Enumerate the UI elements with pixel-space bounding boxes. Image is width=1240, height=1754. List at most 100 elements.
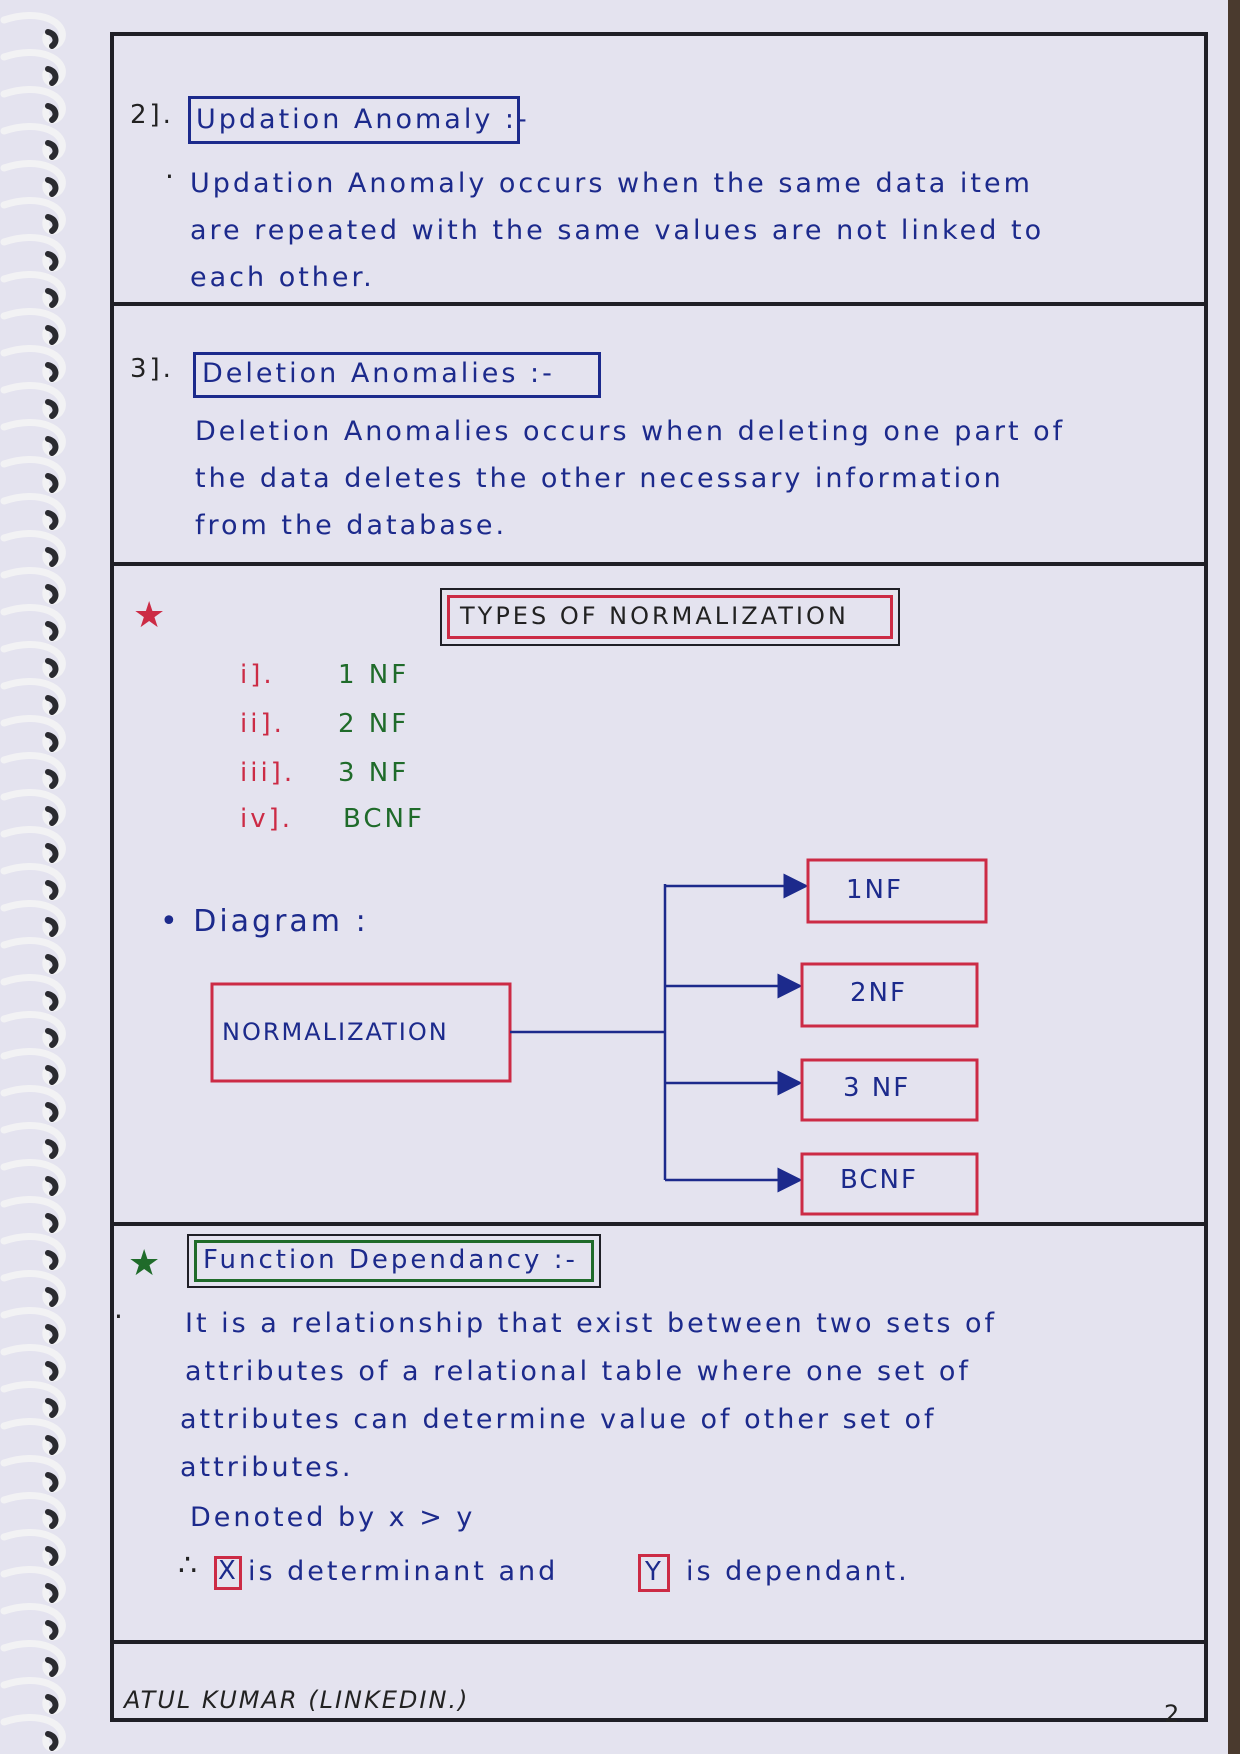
spiral-hole	[45, 1620, 59, 1640]
variable-x: X	[218, 1556, 236, 1586]
spiral-coil	[0, 1159, 66, 1197]
divider-line	[110, 302, 1208, 306]
spiral-hole	[45, 1435, 59, 1455]
star-icon: ★	[133, 595, 166, 636]
bullet-dot: ·	[114, 1300, 126, 1333]
spiral-coil	[0, 1048, 66, 1086]
spiral-hole	[45, 806, 59, 826]
variable-box	[214, 1556, 242, 1590]
spiral-coil	[0, 86, 66, 124]
spiral-coil	[0, 123, 66, 161]
bullet-dot: ·	[165, 160, 177, 193]
list-item: 2 NF	[338, 709, 410, 739]
spiral-coil	[0, 1381, 66, 1419]
spiral-hole	[45, 325, 59, 345]
spiral-hole	[45, 399, 59, 419]
spiral-coil	[0, 160, 66, 198]
spiral-coil	[0, 12, 66, 50]
author-signature: ATUL KUMAR (LINKEDIN.)	[124, 1686, 470, 1714]
diagram-label: • Diagram :	[160, 904, 369, 939]
spiral-hole	[45, 584, 59, 604]
list-item: 1 NF	[338, 660, 410, 690]
divider-line	[110, 1640, 1208, 1644]
spiral-coil	[0, 1640, 66, 1678]
spiral-coil	[0, 1418, 66, 1456]
paragraph-line: the data deletes the other necessary inf…	[195, 463, 1004, 494]
list-item: BCNF	[343, 804, 425, 834]
spiral-coil	[0, 419, 66, 457]
spiral-hole	[45, 1583, 59, 1603]
child-node-label: 3 NF	[843, 1073, 910, 1103]
spiral-hole	[45, 991, 59, 1011]
spiral-hole	[45, 547, 59, 567]
spiral-hole	[45, 1324, 59, 1344]
star-icon: ★	[128, 1243, 161, 1284]
conclusion-text: is determinant and	[248, 1556, 559, 1587]
section-number: 3].	[130, 354, 174, 384]
spiral-binding	[0, 12, 66, 1752]
paragraph-line: attributes of a relational table where o…	[185, 1356, 971, 1387]
spiral-coil	[0, 604, 66, 642]
spiral-coil	[0, 1455, 66, 1493]
spiral-coil	[0, 1307, 66, 1345]
spiral-hole	[45, 1509, 59, 1529]
list-number: iii].	[240, 758, 296, 788]
spiral-hole	[45, 1472, 59, 1492]
spiral-hole	[45, 1694, 59, 1714]
spiral-hole	[45, 1250, 59, 1270]
notation-line: Denoted by x > y	[190, 1502, 476, 1533]
spiral-hole	[45, 1731, 59, 1751]
spiral-coil	[0, 1011, 66, 1049]
spiral-hole	[45, 880, 59, 900]
list-number: i].	[240, 660, 275, 690]
spiral-coil	[0, 49, 66, 87]
spiral-hole	[45, 1102, 59, 1122]
section-title-box	[188, 96, 520, 144]
spiral-hole	[45, 732, 59, 752]
spiral-coil	[0, 1344, 66, 1382]
child-node-label: 2NF	[850, 978, 907, 1008]
spiral-hole	[45, 1139, 59, 1159]
section-title-box	[193, 352, 601, 398]
section-title: Function Dependancy :-	[203, 1245, 578, 1275]
spiral-coil	[0, 1566, 66, 1604]
list-item: 3 NF	[338, 758, 410, 788]
spiral-hole	[45, 1657, 59, 1677]
spiral-coil	[0, 1270, 66, 1308]
spiral-coil	[0, 1603, 66, 1641]
spiral-hole	[45, 103, 59, 123]
spiral-coil	[0, 641, 66, 679]
section-title: Deletion Anomalies :-	[202, 358, 555, 389]
spiral-hole	[45, 251, 59, 271]
child-node-box	[806, 858, 988, 924]
spiral-coil	[0, 197, 66, 235]
spiral-hole	[45, 1361, 59, 1381]
spiral-hole	[45, 658, 59, 678]
title-outer-box	[187, 1234, 601, 1288]
title-inner-box	[194, 1240, 594, 1282]
paragraph-line: attributes.	[180, 1452, 354, 1483]
spiral-coil	[0, 1492, 66, 1530]
spiral-hole	[45, 436, 59, 456]
variable-box	[638, 1554, 670, 1592]
spiral-hole	[45, 695, 59, 715]
conclusion-text: is dependant.	[686, 1556, 910, 1587]
spiral-coil	[0, 1529, 66, 1567]
page-number: 2.	[1164, 1700, 1187, 1728]
spiral-coil	[0, 789, 66, 827]
list-number: ii].	[240, 709, 285, 739]
child-node-label: BCNF	[840, 1165, 918, 1195]
spiral-hole	[45, 769, 59, 789]
spiral-hole	[45, 473, 59, 493]
spiral-coil	[0, 1714, 66, 1752]
spiral-hole	[45, 177, 59, 197]
spiral-hole	[45, 29, 59, 49]
divider-line	[110, 1222, 1208, 1226]
spiral-hole	[45, 1213, 59, 1233]
paragraph-line: Deletion Anomalies occurs when deleting …	[195, 416, 1066, 447]
section-number: 2].	[130, 100, 174, 130]
spiral-coil	[0, 752, 66, 790]
spiral-hole	[45, 1065, 59, 1085]
variable-y: Y	[645, 1557, 661, 1587]
